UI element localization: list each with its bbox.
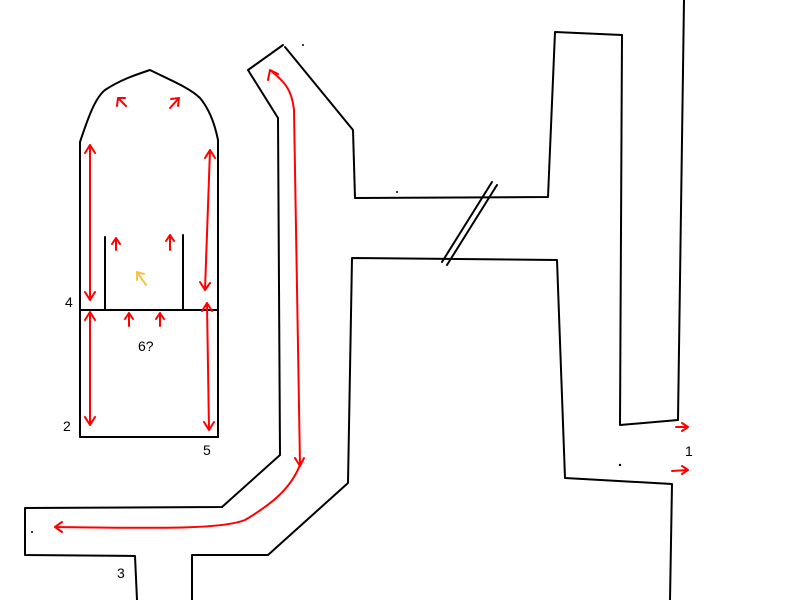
speck (396, 191, 398, 193)
label-1: 1 (685, 443, 693, 459)
speck (302, 44, 304, 46)
corridor-left-wall (24, 44, 284, 600)
label-2: 2 (63, 418, 71, 434)
speck (618, 463, 622, 467)
arrow-right-lower (201, 302, 215, 431)
label-3: 3 (117, 565, 125, 581)
arrow-door-2 (155, 312, 165, 327)
label-6: 6? (138, 338, 154, 354)
arrow-inner-2 (165, 234, 175, 251)
left-building (79, 69, 219, 438)
arrow-corridor (54, 69, 305, 533)
label-4: 4 (65, 294, 73, 310)
corridor-walls (24, 0, 685, 600)
arrow-arch-left (116, 97, 127, 107)
arrow-exit-upper (675, 422, 689, 432)
break-mark-1 (441, 181, 493, 263)
arrow-door-1 (124, 312, 134, 327)
arrow-left-lower (84, 311, 96, 426)
movement-arrows (54, 69, 689, 533)
highlight-arrow (136, 271, 147, 286)
arch-roof (79, 69, 219, 143)
label-5: 5 (203, 442, 211, 458)
arrow-arch-right (169, 97, 180, 109)
speck (31, 531, 33, 533)
break-mark-2 (446, 184, 498, 266)
lower-wall (191, 257, 673, 600)
corridor-right-wall (284, 0, 685, 426)
arrow-right-upper (199, 149, 216, 291)
arrow-inner-1 (111, 237, 121, 251)
arrow-exit-lower (671, 465, 689, 475)
arrow-left-upper (84, 144, 96, 301)
